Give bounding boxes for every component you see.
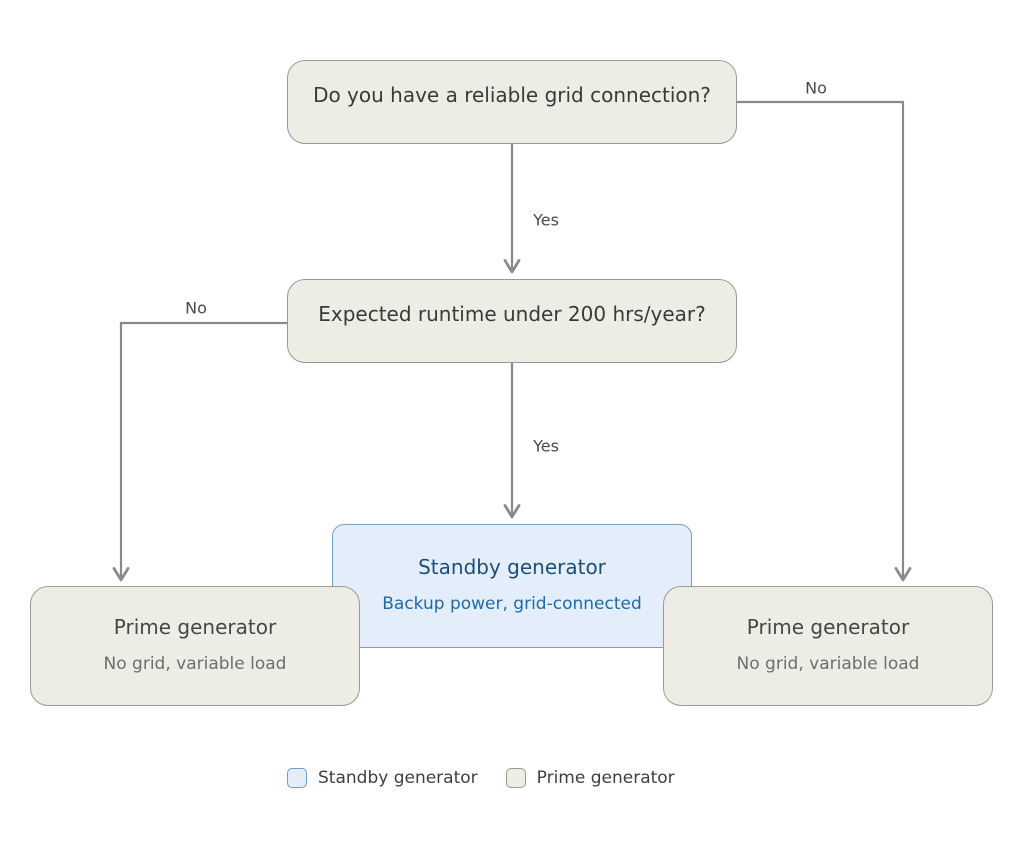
node-prime-left-title: Prime generator (113, 615, 277, 639)
standby-color-swatch (287, 768, 307, 788)
node-standby-generator: Standby generator Backup power, grid-con… (332, 524, 692, 648)
edge-label-q1-yes: Yes (533, 210, 559, 230)
node-question-runtime-label: Expected runtime under 200 hrs/year? (318, 302, 706, 326)
legend-label-standby: Standby generator (318, 768, 478, 788)
edge-label-q1-no: No (805, 78, 827, 98)
node-prime-left-subtitle: No grid, variable load (103, 654, 287, 674)
edge-q2-no-arrow (112, 321, 287, 582)
edge-label-q2-yes: Yes (533, 436, 559, 456)
edge-label-q2-no: No (185, 298, 207, 318)
node-prime-right-subtitle: No grid, variable load (736, 654, 920, 674)
node-standby-title: Standby generator (418, 555, 606, 579)
legend-item-standby: Standby generator (287, 768, 478, 788)
edge-q1-no-arrow (737, 100, 912, 582)
node-question-grid-connection-label: Do you have a reliable grid connection? (313, 83, 711, 107)
node-question-runtime: Expected runtime under 200 hrs/year? (287, 279, 737, 363)
node-question-grid-connection: Do you have a reliable grid connection? (287, 60, 737, 144)
legend-item-prime: Prime generator (505, 768, 675, 788)
node-prime-generator-right: Prime generator No grid, variable load (663, 586, 993, 706)
legend: Standby generator Prime generator (287, 768, 675, 788)
legend-label-prime: Prime generator (536, 768, 675, 788)
node-prime-generator-left: Prime generator No grid, variable load (30, 586, 360, 706)
node-prime-right-title: Prime generator (746, 615, 910, 639)
node-standby-subtitle: Backup power, grid-connected (382, 594, 642, 614)
prime-color-swatch (505, 768, 526, 788)
